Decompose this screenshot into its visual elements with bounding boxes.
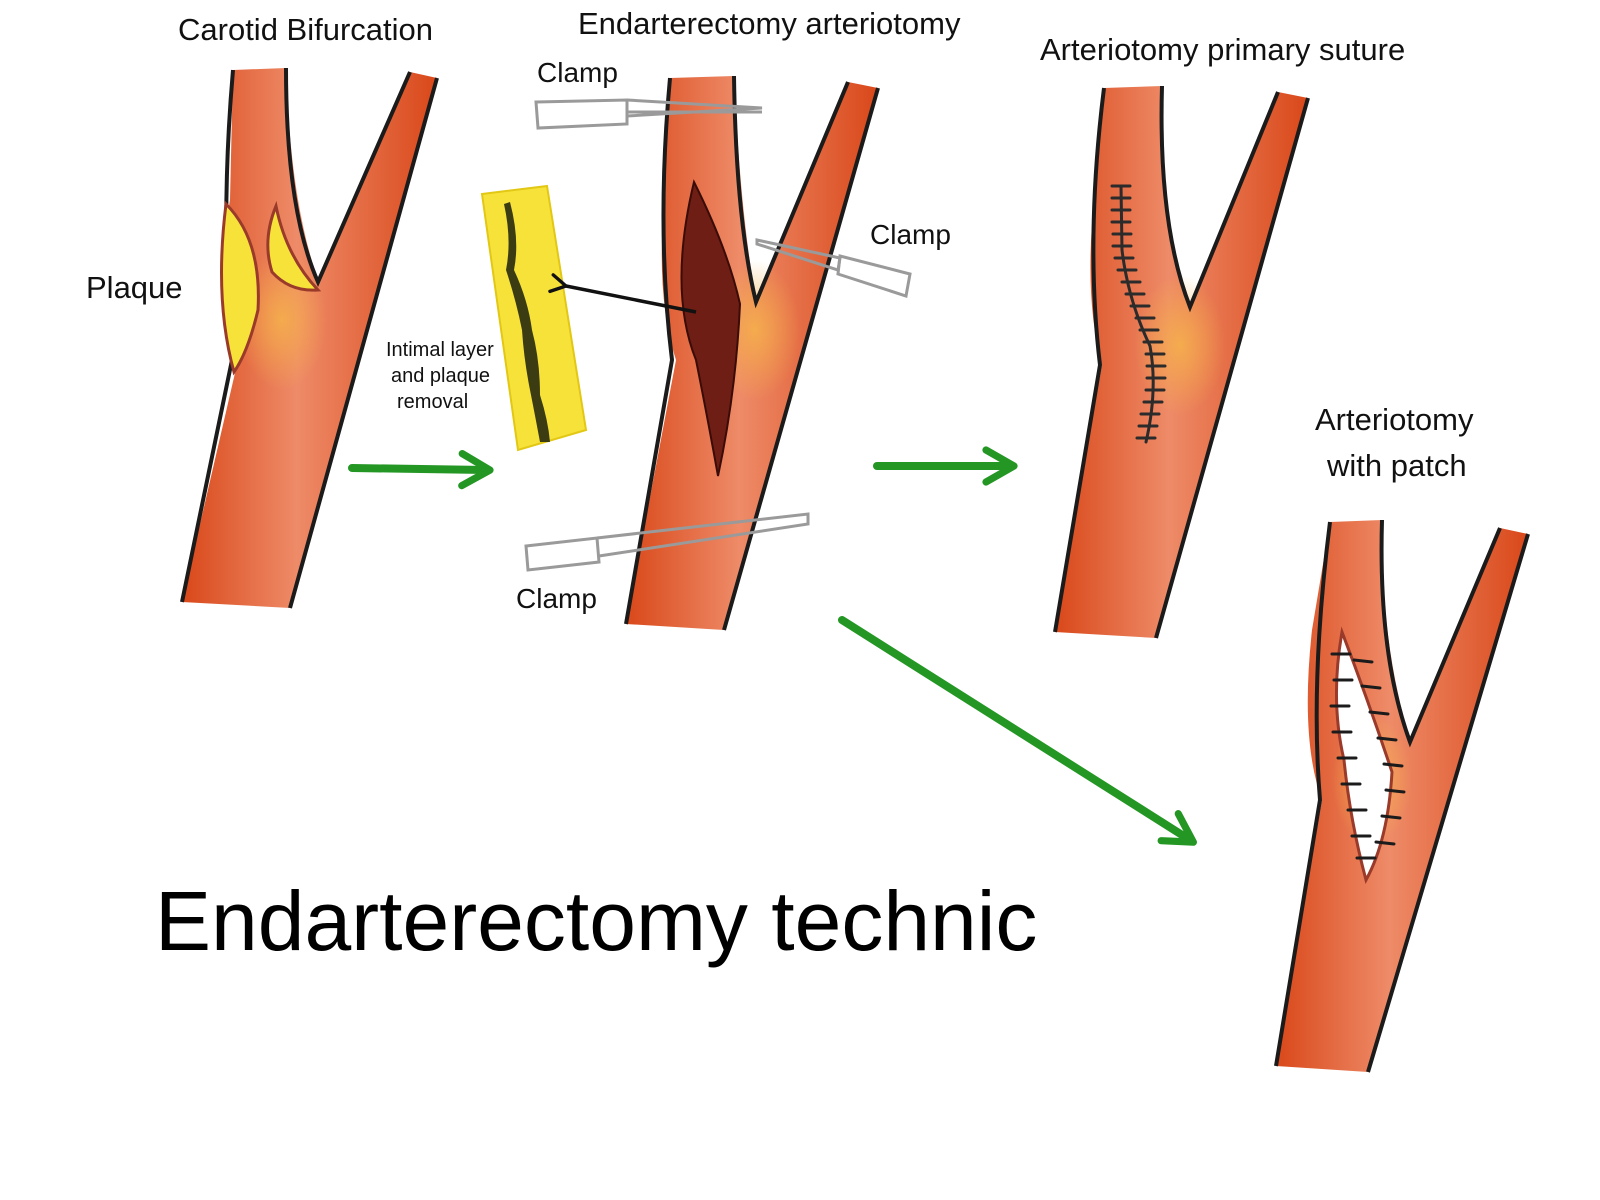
- clamp-top-icon: [534, 98, 763, 130]
- intima-removal-arrow: [548, 273, 697, 314]
- endarterectomy-arteriotomy-label: Endarterectomy arteriotomy: [578, 6, 961, 41]
- vessel-outline-left-3: [1053, 87, 1106, 633]
- vessel-outline-left-2: [624, 77, 675, 625]
- clamp-top-label: Clamp: [537, 57, 618, 88]
- primary-suture-line: [1110, 184, 1167, 444]
- patch-label-line2: with patch: [1326, 448, 1467, 483]
- clamp-right-label: Clamp: [870, 219, 951, 250]
- vessel-outline-right-3: [1154, 97, 1310, 639]
- intimal-removal-line2: and plaque: [391, 365, 490, 387]
- flow-arrow-3: [838, 616, 1197, 846]
- bifurcation-glow-3: [1135, 275, 1225, 415]
- vessel-outline-crotch-4: [1379, 519, 1502, 748]
- panel-carotid-bifurcation: Carotid Bifurcation Plaque: [86, 12, 439, 609]
- panel-primary-suture: Arteriotomy primary suture: [1040, 32, 1405, 639]
- plaque-label: Plaque: [86, 270, 183, 305]
- vessel-outline-crotch-2: [732, 75, 850, 309]
- main-title: Endarterectomy technic: [155, 874, 1037, 968]
- arteriotomy-patch: [1335, 626, 1394, 884]
- carotid-bifurcation-label: Carotid Bifurcation: [178, 12, 433, 47]
- vessel-outline-crotch-3: [1159, 85, 1280, 313]
- intimal-removal-line1: Intimal layer: [386, 339, 494, 361]
- clamp-right-icon: [755, 238, 912, 298]
- vessel-outline-right-1: [288, 77, 439, 609]
- intima-strip-dark-core: [504, 202, 550, 442]
- patch-sutures: [1329, 652, 1406, 860]
- panel-patch: Arteriotomy with patch: [1274, 402, 1530, 1073]
- clamp-bottom-label: Clamp: [516, 583, 597, 614]
- vessel-outline-crotch-1: [284, 67, 412, 287]
- plaque-left: [220, 200, 260, 376]
- vessel-outline-left-4: [1274, 521, 1332, 1067]
- vessel-outline-right-2: [722, 87, 880, 631]
- clamp-bottom-icon: [524, 512, 810, 572]
- intima-strip-shape: [480, 184, 588, 452]
- arteriotomy-open-lumen: [680, 179, 742, 477]
- plaque-right: [266, 200, 322, 292]
- panel-endarterectomy-arteriotomy: Endarterectomy arteriotomy Clamp Clamp C…: [516, 6, 961, 631]
- vessel-outline-right-4: [1366, 533, 1530, 1073]
- removed-intima-strip: Intimal layer and plaque removal: [386, 184, 588, 452]
- patch-label-line1: Arteriotomy: [1315, 402, 1474, 437]
- intimal-removal-line3: removal: [397, 391, 468, 413]
- primary-suture-label: Arteriotomy primary suture: [1040, 32, 1405, 67]
- flow-arrow-1: [348, 450, 494, 490]
